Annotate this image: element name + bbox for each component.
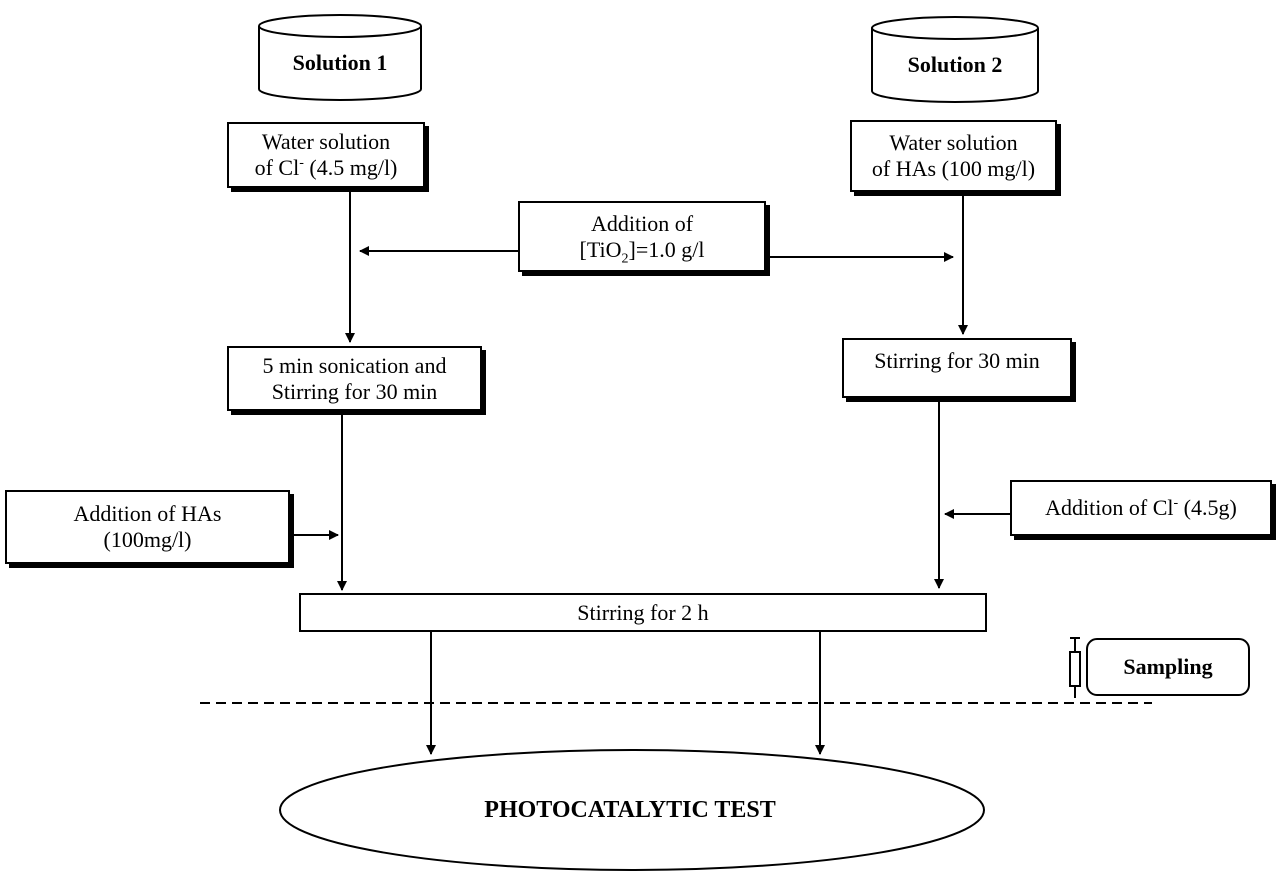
addition-has-box: Addition of HAs (100mg/l) — [5, 490, 290, 564]
addition-tio2-line1: Addition of — [590, 210, 694, 236]
solution-1-cylinder — [258, 14, 422, 101]
syringe-icon — [1069, 637, 1081, 698]
photocatalytic-test-ellipse — [279, 749, 985, 871]
addition-tio2-line2: [TiO2]=1.0 g/l — [579, 236, 705, 266]
sonication-box: 5 min sonication and Stirring for 30 min — [227, 346, 482, 411]
stirring-30-label: Stirring for 30 min — [874, 348, 1040, 373]
solution-2-label: Solution 2 — [907, 52, 1003, 77]
solution-1-label: Solution 1 — [292, 50, 388, 75]
stirring-30-box: Stirring for 30 min — [842, 338, 1072, 398]
sampling-label: Sampling — [1123, 654, 1213, 679]
water-cl-line2: of Cl- (4.5 mg/l) — [254, 155, 398, 180]
water-has-line1: Water solution — [889, 130, 1018, 156]
stirring-2h-label: Stirring for 2 h — [577, 599, 709, 625]
addition-cl-box: Addition of Cl- (4.5g) — [1010, 480, 1272, 536]
solution-2-cylinder — [871, 16, 1039, 103]
addition-cl-label: Addition of Cl- (4.5g) — [1045, 495, 1237, 521]
water-solution-cl-box: Water solution of Cl- (4.5 mg/l) — [227, 122, 425, 188]
water-cl-line1: Water solution — [261, 129, 391, 155]
addition-tio2-box: Addition of [TiO2]=1.0 g/l — [518, 201, 766, 272]
stirring-2h-box: Stirring for 2 h — [299, 593, 987, 632]
addition-has-line1: Addition of HAs — [73, 501, 222, 527]
water-has-line2: of HAs (100 mg/l) — [871, 156, 1036, 181]
sonication-line1: 5 min sonication and — [262, 352, 447, 378]
photocatalytic-test-label: PHOTOCATALYTIC TEST — [484, 796, 776, 823]
addition-has-line2: (100mg/l) — [103, 527, 192, 552]
sampling-box — [1086, 638, 1250, 696]
sonication-line2: Stirring for 30 min — [271, 378, 438, 404]
water-solution-has-box: Water solution of HAs (100 mg/l) — [850, 120, 1057, 192]
